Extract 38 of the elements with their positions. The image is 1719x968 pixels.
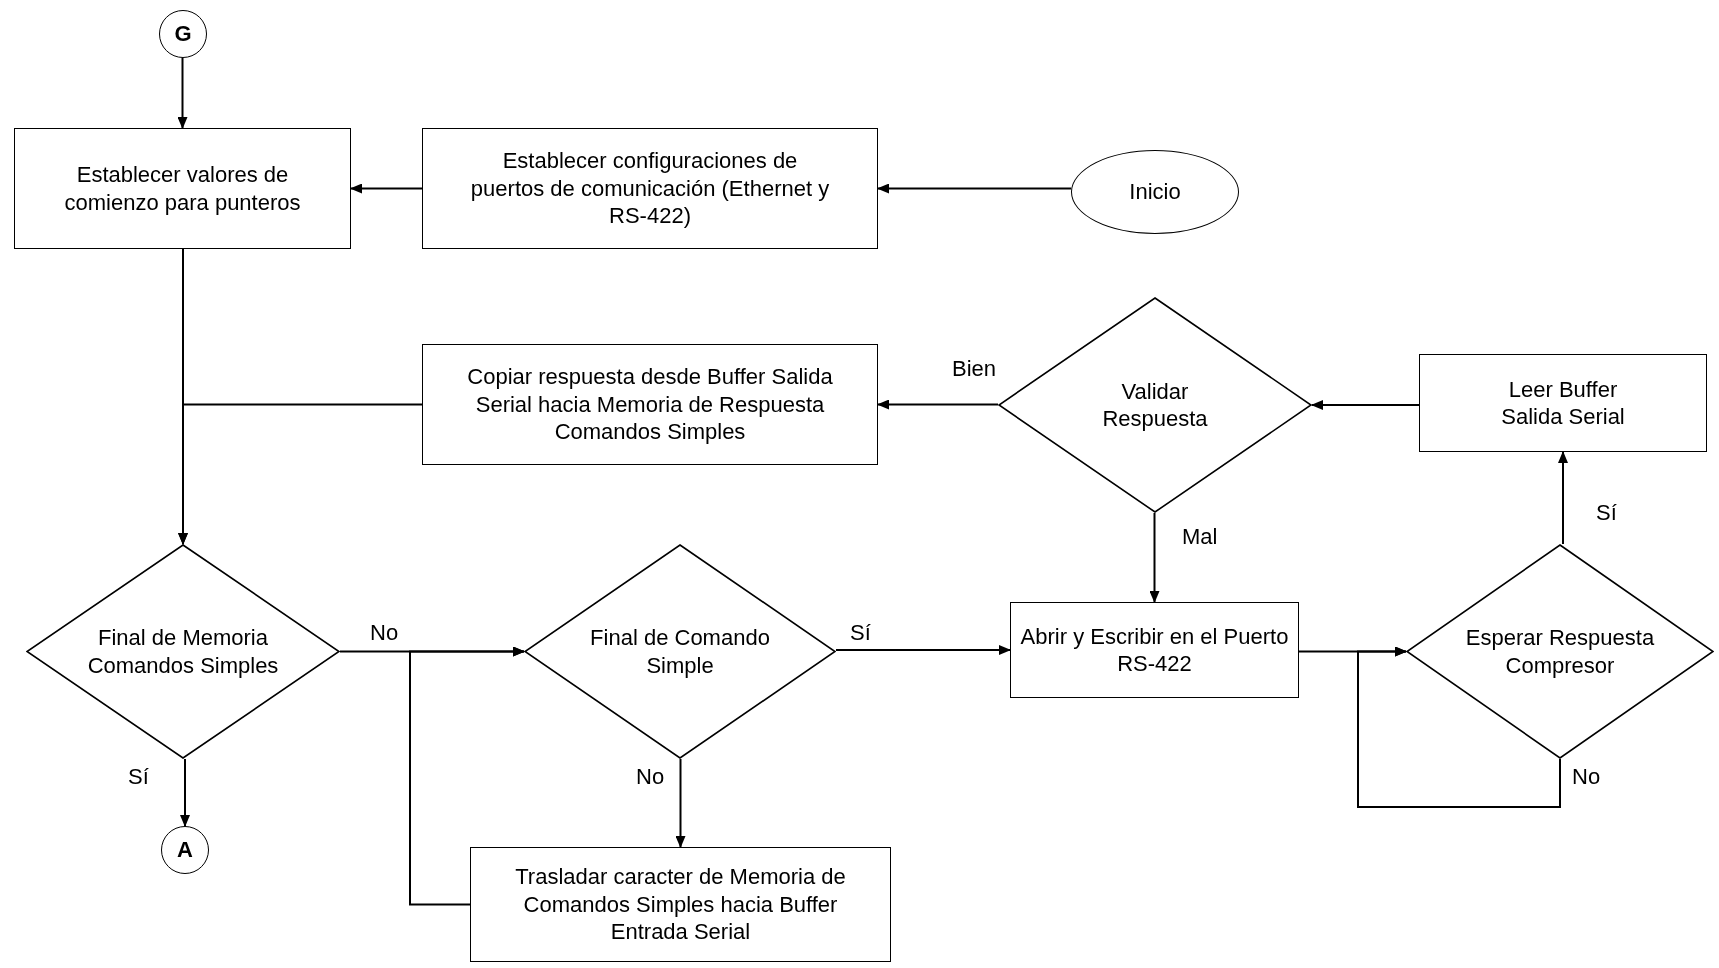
node-text: Esperar Respuesta Compresor [1464,624,1656,679]
arrow [178,403,423,545]
node-text: Establecer configuraciones de puertos de comunicación (Ethernet y RS-422) [469,147,831,230]
connector-label: G [173,20,193,48]
process-box [1419,354,1707,452]
arrow [675,758,686,848]
process-box [1010,602,1299,698]
arrow [1311,400,1420,410]
decision-diamond [524,544,836,759]
process-box [470,847,891,962]
connector-circle [159,10,207,58]
node-text: Final de Comando Simple [589,624,771,679]
arrow [1558,451,1568,545]
decision-diamond [26,544,340,759]
node-text: Validar Respuesta [1101,377,1209,433]
arrow [177,57,188,129]
arrow [409,646,525,906]
node-text: Copiar respuesta desde Buffer Salida Serial hacia Memoria de Respuesta Comandos Simples [466,363,834,446]
arrow [350,183,423,194]
arrow [835,645,1011,655]
arrow [1149,512,1160,603]
arrow [877,399,999,410]
node-text: Abrir y Escribir en el Puerto RS-422 [1019,622,1290,678]
decision-diamond [998,297,1312,513]
arrow [1357,646,1561,808]
arrow [180,758,190,827]
node-text: Leer Buffer Salida Serial [1500,375,1626,431]
decision-diamond [1406,544,1714,759]
process-box [422,344,878,465]
process-box [422,128,878,249]
node-text: Trasladar caracter de Memoria de Comandos Simples hacia Buffer Entrada Serial [514,863,847,946]
connector-label: A [176,836,194,864]
node-text: Final de Memoria Comandos Simples [86,624,280,679]
connector-circle [161,826,209,874]
arrow [877,183,1072,194]
process-box [14,128,351,249]
node-text: Establecer valores de comienzo para punteros [63,161,302,216]
node-text: Inicio [1128,178,1182,206]
